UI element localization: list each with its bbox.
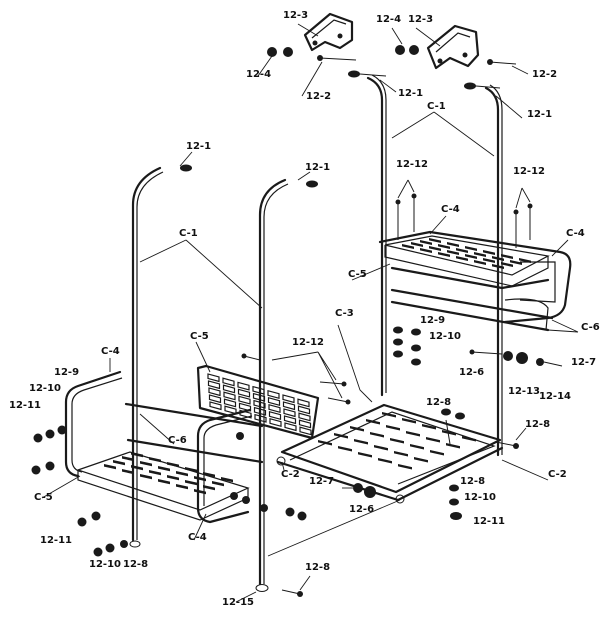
front-bolts-12-12 [241,351,351,405]
rear-frame-assembly [366,74,572,457]
part-label-c-4: C-4 [101,346,120,357]
part-label-12-2: 12-2 [532,69,557,80]
part-label-12-11: 12-11 [473,516,505,527]
part-label-12-13: 12-13 [508,386,540,397]
part-label-c-2: C-2 [548,469,567,480]
top-hardware [267,45,517,90]
front-left-upright-c1 [131,166,162,542]
part-label-12-12: 12-12 [396,159,428,170]
part-label-c-4: C-4 [441,204,460,215]
part-label-12-7: 12-7 [571,357,596,368]
rear-bolts-12-12 [395,179,533,248]
part-label-c-5: C-5 [190,331,209,342]
part-label-c-5: C-5 [348,269,367,280]
part-label-c-6: C-6 [581,322,600,333]
part-label-12-2: 12-2 [306,91,331,102]
part-label-12-4: 12-4 [246,69,271,80]
leader-lines [41,23,579,603]
front-side-frame-c4-left [64,370,122,478]
part-label-c-4: C-4 [188,532,207,543]
part-label-12-4: 12-4 [376,14,401,25]
front-right-upright-c1 [258,178,287,586]
base-rail-c2-right [396,446,504,502]
top-hanger-right-12-3 [426,24,480,70]
part-label-12-6: 12-6 [459,367,484,378]
part-label-12-10: 12-10 [89,559,121,570]
front-frame-assembly [64,166,351,592]
part-label-12-12: 12-12 [513,166,545,177]
part-label-12-11: 12-11 [40,535,72,546]
backrest-c5 [196,364,320,440]
part-label-12-14: 12-14 [539,391,571,402]
base-rail-c2-left [276,460,400,502]
rear-cross-bar-c6-lower [390,300,550,332]
front-cross-bar-c6-lower [126,438,264,464]
rear-right-upright-c1 [484,86,500,457]
part-label-12-12: 12-12 [292,337,324,348]
part-label-12-9: 12-9 [420,315,445,326]
front-side-frame-c4-right [196,408,252,524]
part-label-c-3: C-3 [335,308,354,319]
part-label-c-6: C-6 [168,435,187,446]
part-label-c-1: C-1 [427,101,446,112]
part-label-12-8: 12-8 [305,562,330,573]
part-label-12-8: 12-8 [525,419,550,430]
part-label-c-4: C-4 [566,228,585,239]
part-label-12-10: 12-10 [29,383,61,394]
part-label-12-10: 12-10 [464,492,496,503]
part-label-12-8: 12-8 [426,397,451,408]
part-label-12-3: 12-3 [283,10,308,21]
part-label-12-8: 12-8 [123,559,148,570]
front-cross-bar-c6-upper [124,402,264,428]
part-label-12-1: 12-1 [305,162,330,173]
top-hanger-left-12-3 [303,12,354,52]
part-label-12-3: 12-3 [408,14,433,25]
part-label-c-1: C-1 [179,228,198,239]
part-label-12-7: 12-7 [309,476,334,487]
rear-seat-frame-c4 [378,230,572,324]
part-label-12-1: 12-1 [527,109,552,120]
part-label-12-8: 12-8 [460,476,485,487]
part-label-12-1: 12-1 [186,141,211,152]
part-label-12-9: 12-9 [54,367,79,378]
loose-hardware [31,164,544,597]
part-label-c-5: C-5 [34,492,53,503]
base-frame-c3 [276,324,504,504]
part-label-12-10: 12-10 [429,331,461,342]
part-label-12-6: 12-6 [349,504,374,515]
part-label-12-1: 12-1 [398,88,423,99]
part-label-12-11: 12-11 [9,400,41,411]
part-label-12-15: 12-15 [222,597,254,608]
rear-left-upright-c1 [366,76,384,397]
rear-cross-bar-c6-upper [390,288,554,320]
part-label-c-2: C-2 [281,469,300,480]
